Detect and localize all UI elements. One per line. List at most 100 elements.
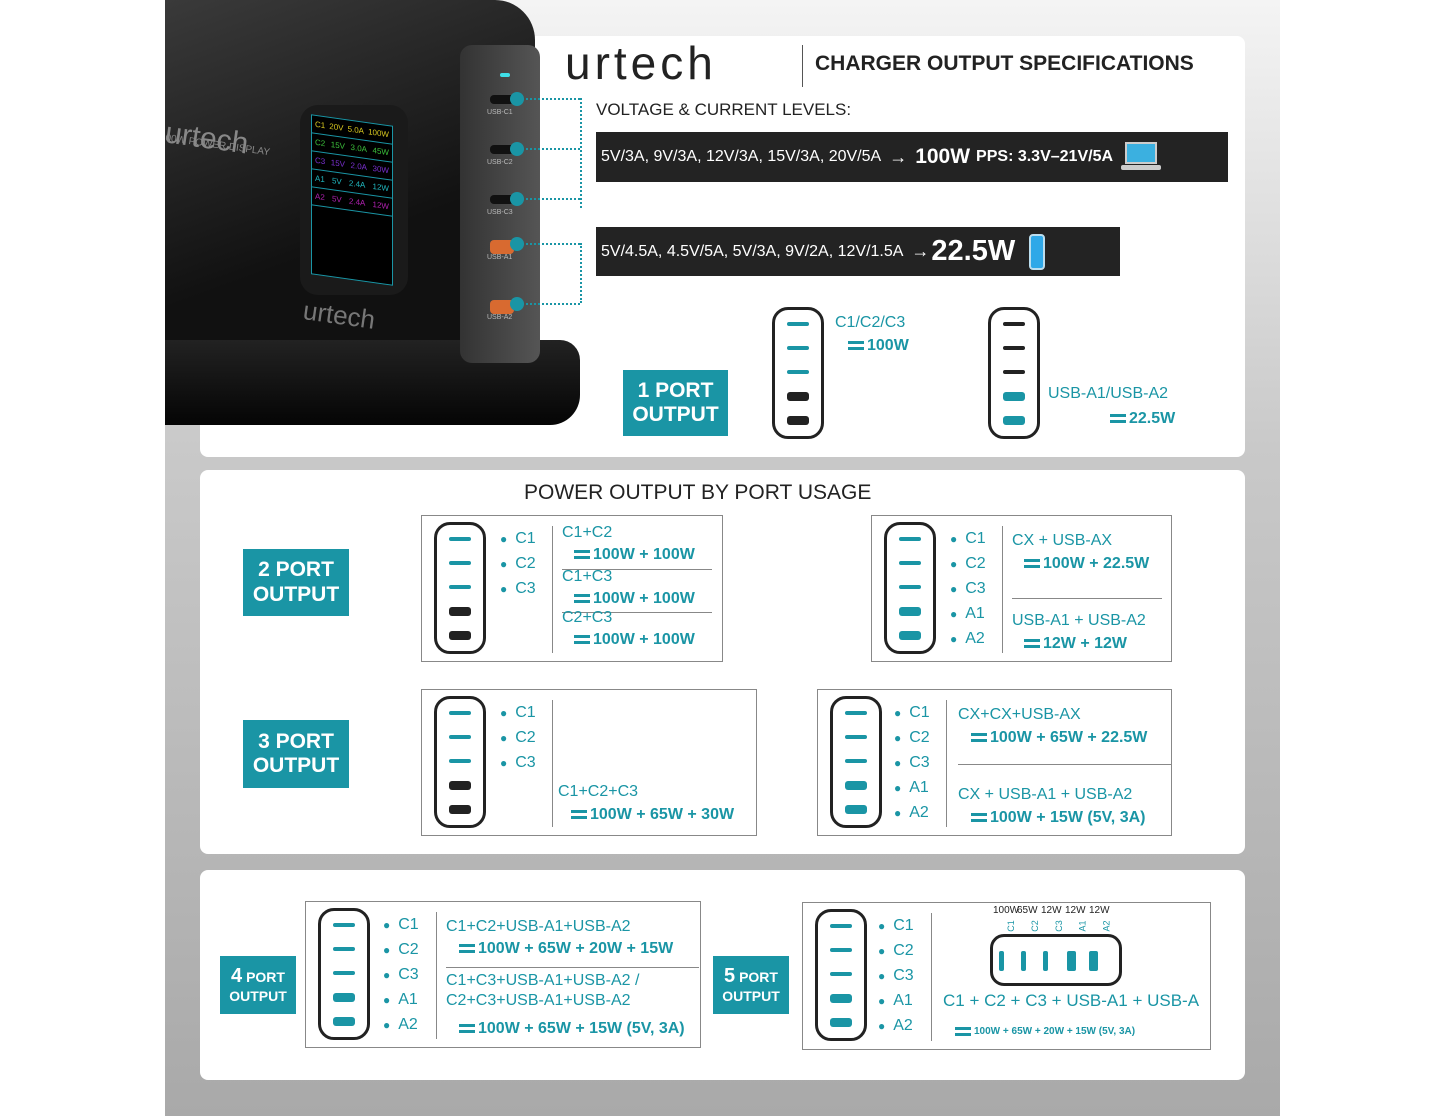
port-layout-icon bbox=[884, 522, 936, 654]
usb-c-slot-icon bbox=[1003, 370, 1025, 374]
bullet-icon: ● bbox=[500, 531, 508, 546]
usb-c-slot-icon bbox=[899, 561, 921, 565]
port-name: C2 bbox=[515, 729, 536, 746]
equals-icon bbox=[574, 635, 590, 645]
bullet-icon: ● bbox=[878, 943, 886, 958]
header-divider bbox=[802, 45, 803, 87]
usb-c-slot-icon bbox=[333, 971, 355, 975]
one-port-output-label: 1 PORT OUTPUT bbox=[623, 370, 728, 436]
port-layout-icon bbox=[318, 908, 370, 1040]
screen-cell: 2.0A bbox=[350, 160, 367, 173]
bullet-icon: ● bbox=[500, 705, 508, 720]
port-bullet: ●C1 bbox=[878, 917, 914, 935]
usb-c-slot-icon bbox=[1003, 346, 1025, 350]
port-icon-c-highlight bbox=[772, 307, 824, 439]
usb-a-slot-icon bbox=[787, 392, 809, 401]
screen-cell: 45W bbox=[372, 145, 389, 158]
usb-c-slot-icon bbox=[845, 735, 867, 739]
port-name: C3 bbox=[909, 754, 930, 771]
usb-c-slot-icon bbox=[449, 561, 471, 565]
charger-port-label: USB-C3 bbox=[487, 209, 513, 216]
usb-c-slot-icon bbox=[899, 585, 921, 589]
bullet-icon: ● bbox=[500, 581, 508, 596]
label-line: 4 bbox=[231, 965, 243, 988]
combo-power: 100W + 65W + 30W bbox=[571, 806, 734, 824]
usb-c-slot-icon bbox=[787, 322, 809, 326]
brand-logo: urtech bbox=[565, 37, 717, 89]
connector-line bbox=[580, 98, 582, 208]
combo-label: C1+C2+C3 bbox=[558, 783, 639, 800]
usb-c-slot-icon bbox=[449, 585, 471, 589]
screen-cell: A2 bbox=[315, 191, 325, 203]
combo-label: C2+C3+USB-A1+USB-A2 bbox=[446, 992, 631, 1009]
connector-line bbox=[522, 98, 580, 100]
port-name: C1 bbox=[515, 704, 536, 721]
combo-power: 100W + 65W + 15W (5V, 3A) bbox=[459, 1020, 685, 1038]
bullet-icon: ● bbox=[500, 556, 508, 571]
power-value: 100W + 100W bbox=[593, 590, 695, 607]
charger-port-label: USB-A1 bbox=[487, 254, 513, 261]
bullet-icon: ● bbox=[950, 581, 958, 596]
port-bullet: ●C3 bbox=[500, 580, 536, 598]
combo-power: 100W + 100W bbox=[574, 631, 695, 649]
equals-icon bbox=[459, 944, 475, 954]
combo-power: 100W + 65W + 20W + 15W bbox=[459, 940, 673, 958]
power-value: 100W bbox=[867, 337, 909, 354]
port-layout-icon bbox=[434, 522, 486, 654]
usb-c-slot-icon bbox=[449, 759, 471, 763]
port-bullet: ●C3 bbox=[894, 754, 930, 772]
c-ports-power: 100W bbox=[848, 337, 909, 355]
line-divider bbox=[446, 967, 699, 968]
bullet-icon: ● bbox=[878, 968, 886, 983]
line-divider bbox=[958, 764, 1171, 765]
usb-c-slot-icon bbox=[830, 924, 852, 928]
port-watt-label: 65W bbox=[1017, 905, 1038, 916]
usb-a-slot-icon bbox=[333, 993, 355, 1002]
usb-c-slot-icon bbox=[845, 711, 867, 715]
port-watt-label: 100W bbox=[993, 905, 1020, 916]
equals-icon bbox=[574, 550, 590, 560]
combo-label: C1 + C2 + C3 + USB-A1 + USB-A bbox=[943, 991, 1200, 1010]
screen-cell: 100W bbox=[368, 127, 389, 140]
usb-c-slot-icon bbox=[333, 947, 355, 951]
port-name: A2 bbox=[398, 1016, 418, 1033]
usb-c-slot-icon bbox=[333, 923, 355, 927]
port-bullet: ●A1 bbox=[383, 991, 418, 1009]
port-name: C2 bbox=[909, 729, 930, 746]
port-bullet: ●A1 bbox=[878, 992, 913, 1010]
port-name: C2 bbox=[515, 555, 536, 572]
line-divider bbox=[562, 569, 712, 570]
laptop-icon bbox=[1121, 142, 1162, 172]
port-bullet: ●C1 bbox=[500, 530, 536, 548]
line-divider bbox=[562, 612, 712, 613]
port-bullet: ●C3 bbox=[878, 967, 914, 985]
port-bullet: ● C1 bbox=[500, 704, 536, 722]
screen-cell: 20V bbox=[329, 121, 344, 133]
screen-cell: 12W bbox=[372, 181, 389, 194]
port-bullet: ●C2 bbox=[894, 729, 930, 747]
bullet-icon: ● bbox=[894, 705, 902, 720]
port-layout-icon bbox=[830, 696, 882, 828]
phone-icon bbox=[1029, 233, 1046, 270]
line-divider bbox=[1012, 598, 1162, 599]
port-bullet: ●C3 bbox=[950, 580, 986, 598]
screen-cell: 15V bbox=[330, 140, 345, 152]
usb-c-slot-icon bbox=[449, 537, 471, 541]
port-bullet: ●C1 bbox=[383, 916, 419, 934]
usb-a-slot-icon bbox=[449, 631, 471, 640]
power-value: 100W + 65W + 22.5W bbox=[990, 729, 1148, 746]
usb-a-slot-icon bbox=[449, 781, 471, 790]
port-watt-label: 12W bbox=[1065, 905, 1086, 916]
screen-cell: 30W bbox=[372, 163, 389, 176]
equals-icon bbox=[955, 1026, 971, 1036]
usb-a-slot-icon bbox=[845, 781, 867, 790]
equals-icon bbox=[1024, 559, 1040, 569]
screen-cell: 2.4A bbox=[348, 178, 366, 190]
port-name-rotated: C3 bbox=[1053, 920, 1064, 932]
